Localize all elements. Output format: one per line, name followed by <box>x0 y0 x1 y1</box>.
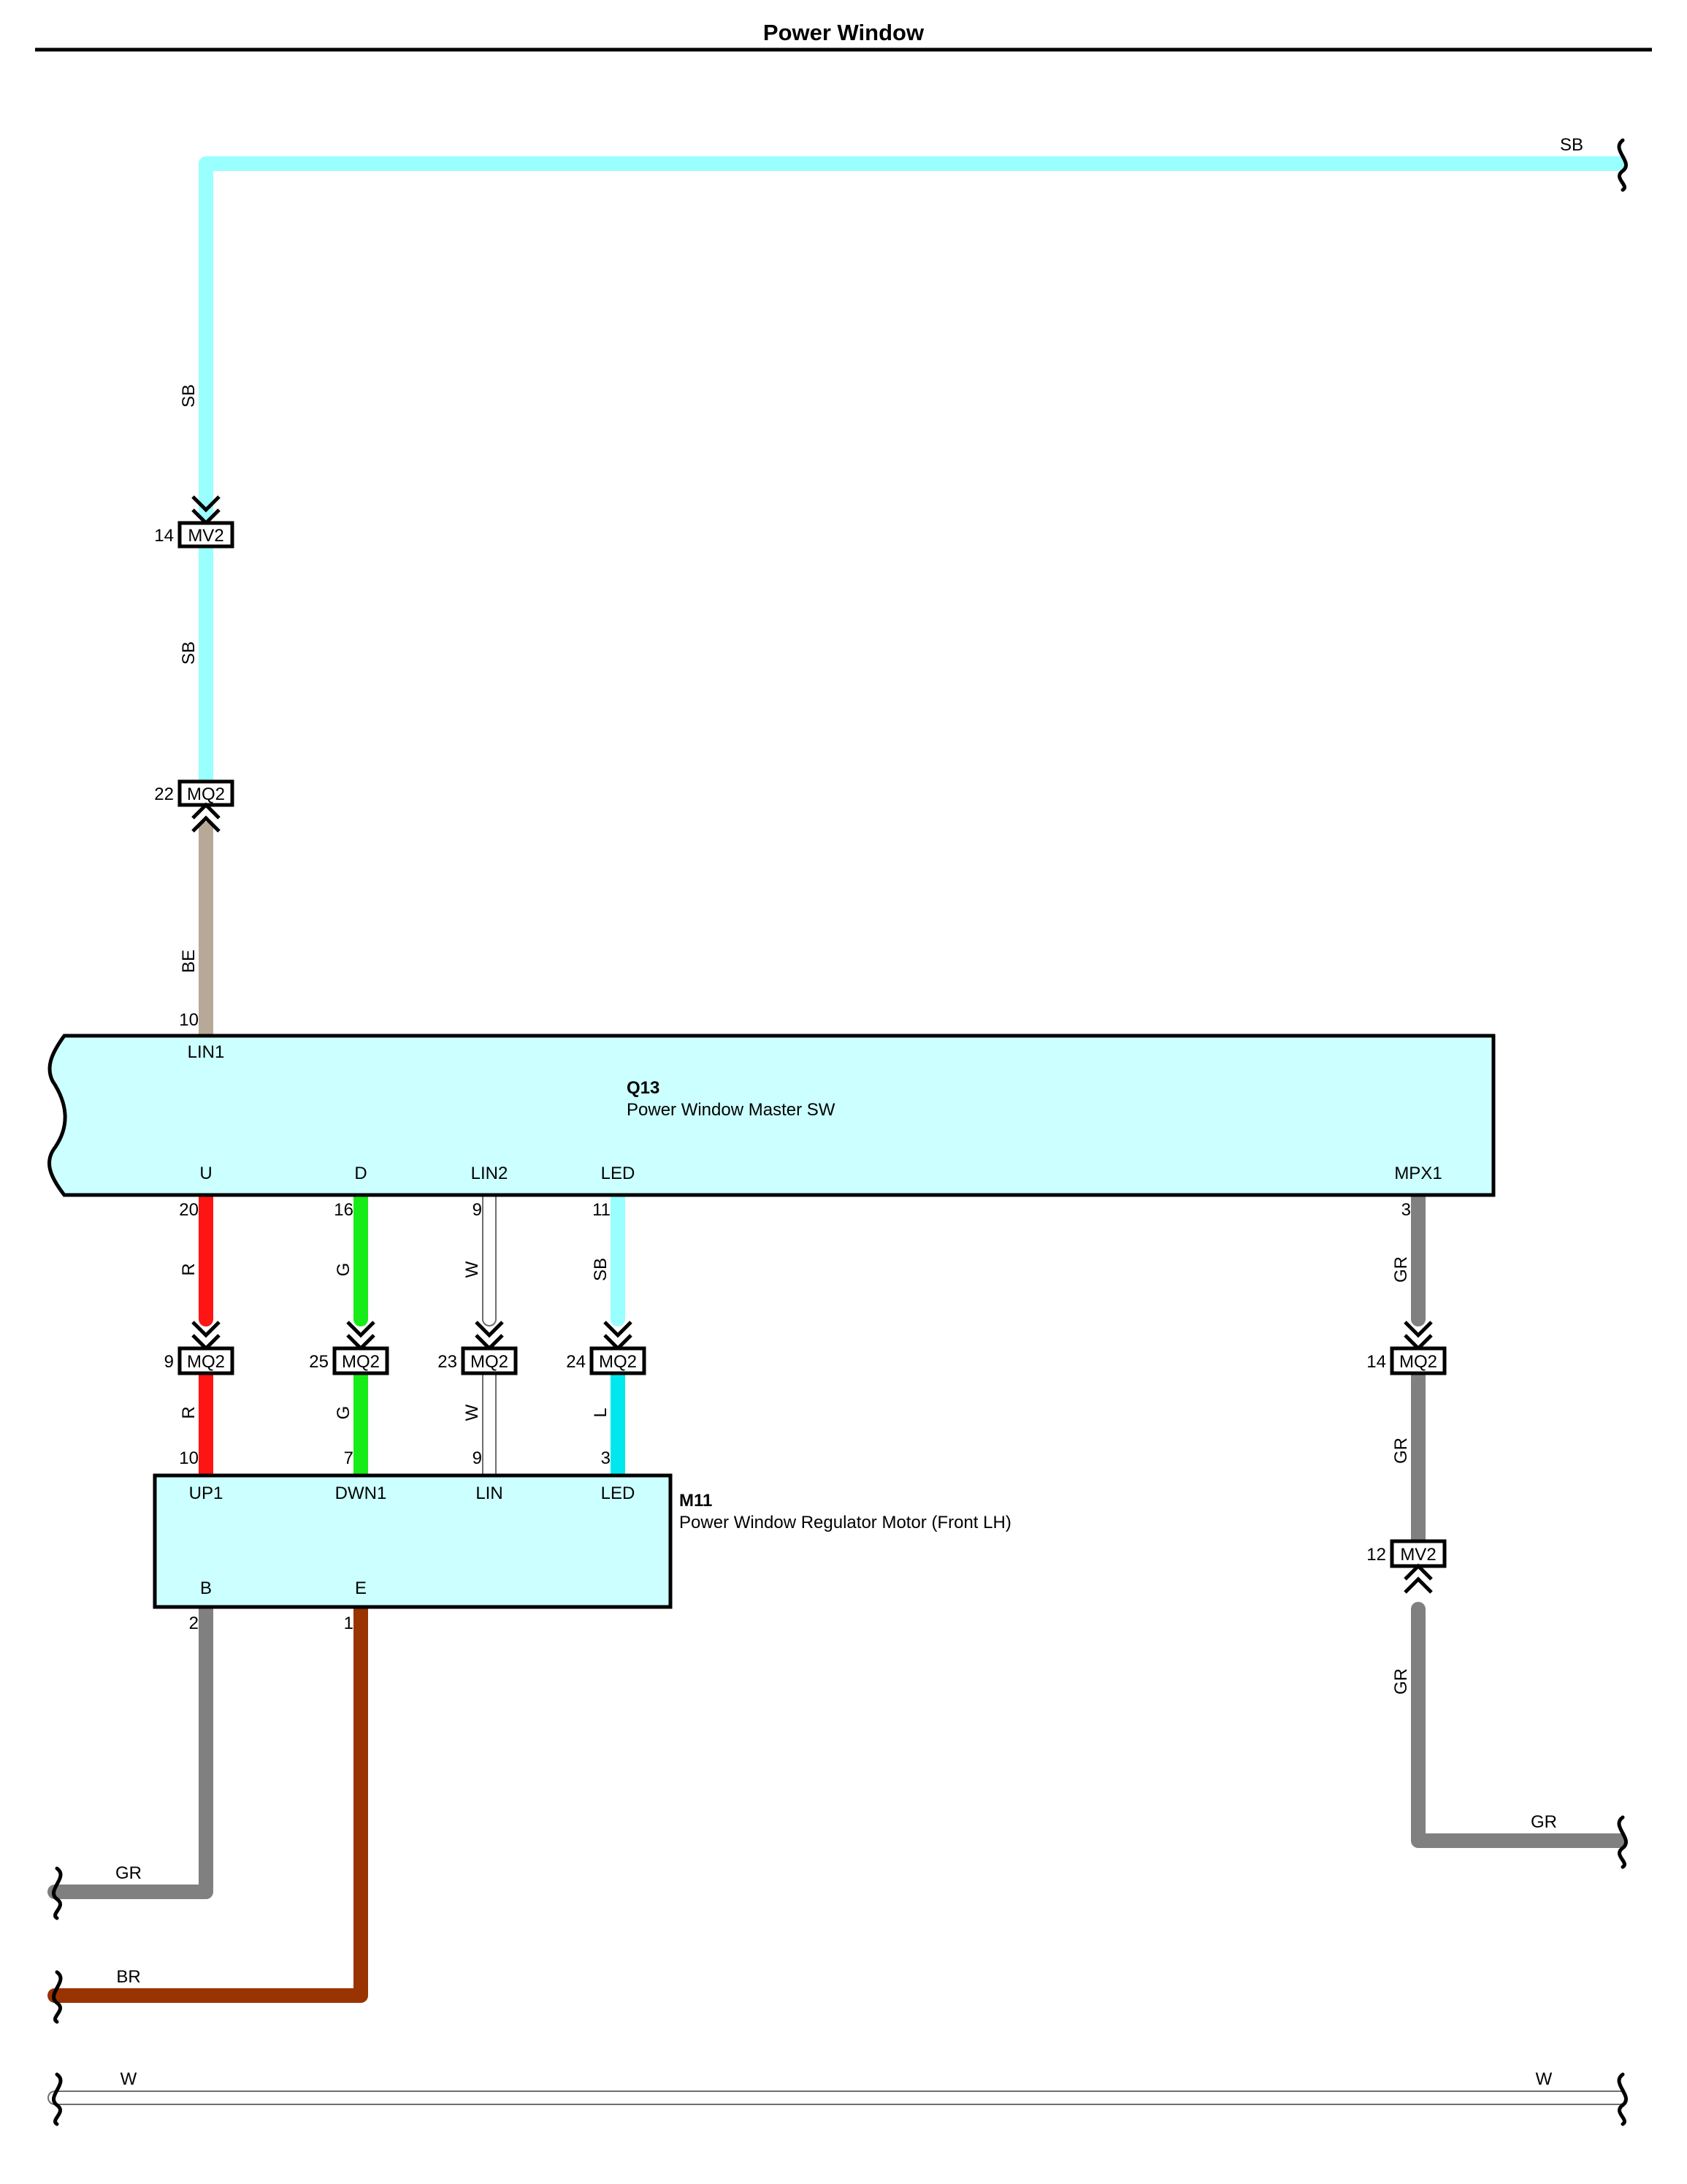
q13-id: Q13 <box>627 1078 659 1098</box>
q13-body <box>47 1034 1496 1197</box>
wire-label: W <box>462 1261 482 1278</box>
wire-label: SB <box>179 384 199 408</box>
q13-name: Power Window Master SW <box>627 1100 835 1120</box>
connector-name: MQ2 <box>187 1352 225 1372</box>
pin-number: 11 <box>592 1200 611 1220</box>
connector-name: MV2 <box>1400 1545 1436 1565</box>
connector-mq2-25: MQ2 25 <box>309 1321 389 1375</box>
connector-mq2-24: MQ2 24 <box>566 1321 646 1375</box>
connector-mq2-14: MQ2 14 <box>1366 1321 1447 1375</box>
break-marks <box>52 138 1628 2126</box>
break-mark-br-left <box>52 1970 63 2024</box>
wire-label: GR <box>1391 1256 1411 1283</box>
connector-pin: 25 <box>309 1352 329 1372</box>
m11-id: M11 <box>679 1491 712 1511</box>
wire-sb-top <box>199 156 1627 522</box>
connector-mv2-12: MV2 12 <box>1366 1539 1447 1594</box>
connector-pin: 14 <box>1366 1352 1386 1372</box>
break-mark-mpx-right <box>1617 1815 1628 1869</box>
connector-name: MQ2 <box>342 1352 380 1372</box>
wire-label: BE <box>179 950 199 973</box>
pin-number: 7 <box>344 1448 353 1468</box>
connector-name: MQ2 <box>599 1352 637 1372</box>
wire-label: BR <box>116 1967 140 1987</box>
m11-name: Power Window Regulator Motor (Front LH) <box>679 1513 1011 1532</box>
wire-label: SB <box>1560 135 1583 155</box>
wire-label: GR <box>1391 1437 1411 1464</box>
wire-label: G <box>334 1406 353 1420</box>
pin-numbers: 10 20 16 9 11 3 10 7 9 3 2 1 <box>179 1010 1411 1633</box>
m11-pin-up1: UP1 <box>189 1484 223 1503</box>
connector-pin: 23 <box>437 1352 457 1372</box>
pin-number: 3 <box>1401 1200 1411 1220</box>
break-mark-top-right <box>1617 138 1628 192</box>
wire-label: SB <box>179 641 199 665</box>
wires <box>47 156 1627 2105</box>
m11-pin-led: LED <box>601 1484 635 1503</box>
wire-label: SB <box>591 1258 611 1281</box>
q13-pin-u: U <box>199 1164 212 1183</box>
connector-pin: 12 <box>1366 1545 1386 1565</box>
connector-pin: 14 <box>154 526 174 546</box>
connector-mq2-9: MQ2 9 <box>164 1321 234 1375</box>
m11-pin-dwn1: DWN1 <box>335 1484 387 1503</box>
page-title: Power Window <box>763 20 925 45</box>
pin-number: 20 <box>179 1200 199 1220</box>
connector-name: MQ2 <box>187 784 225 804</box>
q13-pin-mpx1: MPX1 <box>1394 1164 1442 1183</box>
break-mark-w-left <box>52 2072 63 2126</box>
wire-label: W <box>1536 2069 1553 2089</box>
pin-number: 16 <box>334 1200 353 1220</box>
wire-label: R <box>179 1406 199 1419</box>
wire-label: R <box>179 1263 199 1275</box>
connector-mv2-14: MV2 14 <box>154 495 234 549</box>
connector-name: MV2 <box>188 526 223 546</box>
wire-label: G <box>334 1263 353 1277</box>
pin-number: 3 <box>601 1448 611 1468</box>
wire-label: GR <box>1391 1668 1411 1695</box>
m11-pin-b: B <box>200 1578 212 1598</box>
wire-b-out <box>47 1600 213 1899</box>
m11-pin-e: E <box>355 1578 367 1598</box>
q13-pin-led: LED <box>601 1164 635 1183</box>
connector-mq2-23: MQ2 23 <box>437 1321 518 1375</box>
pin-number: 10 <box>179 1448 199 1468</box>
wire-labels: SB SB SB BE R G W SB R G W L GR GR GR GR… <box>115 135 1583 2089</box>
pin-number: 2 <box>189 1614 199 1633</box>
q13-pin-d: D <box>354 1164 367 1183</box>
connector-pin: 9 <box>164 1352 174 1372</box>
pin-number: 9 <box>473 1448 482 1468</box>
pin-number: 10 <box>179 1010 199 1030</box>
pin-number: 1 <box>344 1614 353 1633</box>
wire-label: W <box>462 1404 482 1421</box>
break-mark-w-right <box>1617 2072 1628 2126</box>
q13-pin-lin1: LIN1 <box>188 1042 225 1062</box>
pin-number: 9 <box>473 1200 482 1220</box>
wire-mpx-lower <box>1411 1602 1627 1848</box>
wire-label: GR <box>1531 1812 1557 1832</box>
m11-body <box>153 1473 673 1609</box>
connector-pin: 24 <box>566 1352 586 1372</box>
break-mark-gr-left <box>52 1866 63 1920</box>
q13-pin-lin2: LIN2 <box>471 1164 508 1183</box>
wire-label: GR <box>115 1863 142 1883</box>
wire-e-out <box>47 1600 368 2003</box>
m11-pin-lin: LIN <box>475 1484 502 1503</box>
wire-label: W <box>120 2069 137 2089</box>
connector-name: MQ2 <box>470 1352 508 1372</box>
connector-mq2-22: MQ2 22 <box>154 779 234 833</box>
connector-name: MQ2 <box>1399 1352 1437 1372</box>
connector-pin: 22 <box>154 784 174 804</box>
wire-label: L <box>591 1408 611 1417</box>
